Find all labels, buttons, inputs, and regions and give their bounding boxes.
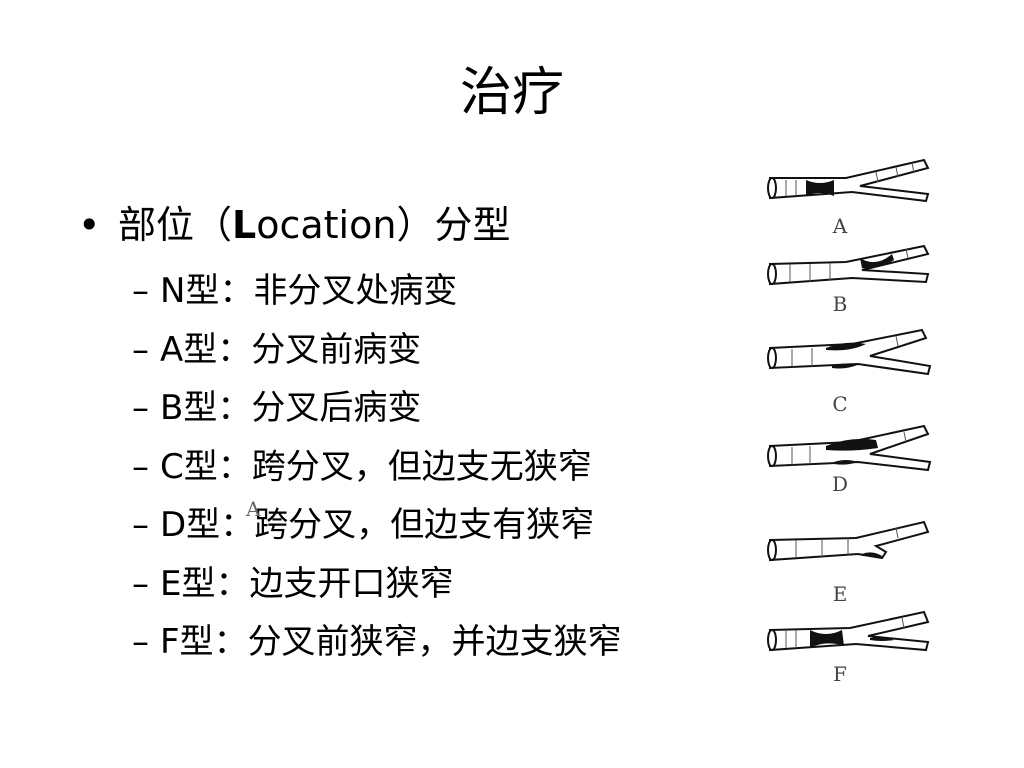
classification-list: –N型：非分叉处病变 –A型：分叉前病变 –B型：分叉后病变 –C型：跨分叉，但… [132,262,622,672]
vessel-drawing-f [767,610,930,652]
dash-marker: – [132,446,149,487]
dash-marker: – [132,388,149,428]
type-description: 非分叉处病变 [253,271,458,311]
vessel-drawing-d [767,424,932,472]
list-item: –E型：边支开口狭窄 [132,555,622,614]
type-code: N型 [160,271,220,311]
type-code: C型 [160,446,218,487]
slide-title: 治疗 [459,63,564,123]
type-code: E型 [160,563,216,604]
type-description: 分叉前病变 [251,329,422,370]
list-item: –F型：分叉前狭窄，并边支狭窄 [132,613,622,672]
main-bullet-suffix: ）分型 [396,203,511,247]
separator: ： [217,388,252,428]
type-description: 分叉后病变 [251,388,422,428]
type-code: B型 [160,388,218,428]
type-description: 跨分叉，但边支有狭窄 [254,505,595,545]
main-bullet-prefix: 部位（ [118,203,233,247]
type-description: 分叉前狭窄，并边支狭窄 [247,622,622,662]
dash-marker: – [132,271,149,311]
main-bullet-bold-letter: L [232,203,257,247]
separator: ： [213,622,248,662]
list-item: –N型：非分叉处病变 [132,262,622,321]
dash-marker: – [132,505,149,545]
type-code: A型 [160,329,218,370]
vessel-label-b: B [832,292,848,316]
separator: ： [220,505,255,545]
list-item: –C型：跨分叉，但边支无狭窄 [132,438,622,497]
vessel-label-d: D [831,472,849,496]
main-bullet-middle: ocation [256,203,397,247]
vessel-label-e: E [832,582,848,606]
list-item: –A型：分叉前病变 [132,321,622,380]
separator: ： [217,446,252,487]
list-item: –B型：分叉后病变 [132,379,622,438]
separator: ： [217,329,252,370]
dash-marker: – [132,563,149,604]
dash-marker: – [132,622,149,662]
stray-label: A [246,497,261,521]
type-code: D型 [160,505,221,545]
bullet-marker: • [78,203,101,247]
type-code: F型 [160,622,214,662]
separator: ： [215,563,250,604]
list-item: –D型：跨分叉，但边支有狭窄 [132,496,622,555]
vessel-drawing-b [767,244,930,286]
bifurcation-figure: A B C D E F [758,150,948,700]
main-bullet: • 部位（Location）分型 [78,198,510,252]
vessel-label-a: A [832,214,848,238]
vessel-drawing-c [767,328,932,376]
vessel-drawing-e [767,520,930,562]
type-description: 边支开口狭窄 [249,563,454,604]
vessel-drawing-a [767,158,930,203]
dash-marker: – [132,329,149,370]
separator: ： [219,271,254,311]
type-description: 跨分叉，但边支无狭窄 [251,446,592,487]
vessel-label-c: C [832,392,848,416]
vessel-label-f: F [833,662,847,686]
